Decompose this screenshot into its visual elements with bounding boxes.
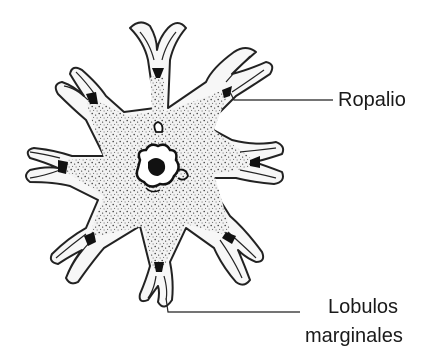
lobulos-marginales-label-line2: marginales [305,326,403,346]
lobulos-marginales-label-line1: Lobulos [328,297,398,317]
lobulos-leader-line [166,298,300,312]
ropalio-label: Ropalio [338,90,406,110]
ropalio-leader-line [230,92,333,100]
